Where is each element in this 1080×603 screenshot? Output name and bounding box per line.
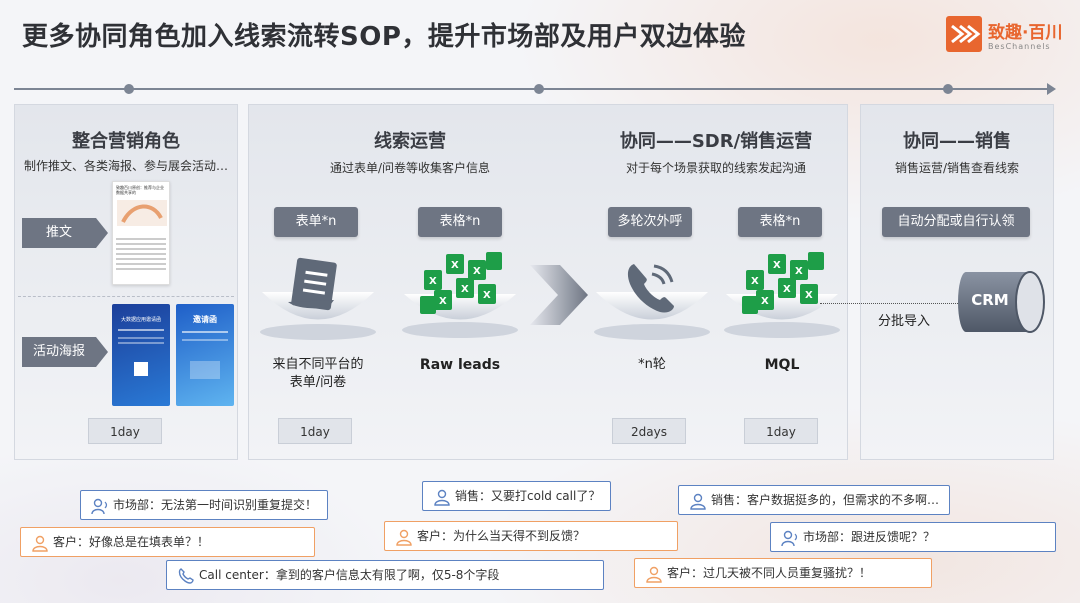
side-tag-poster: 活动海报 <box>22 337 108 367</box>
svg-text:X: X <box>773 260 781 271</box>
comment-bubble: 市场部：无法第一时间识别重复提交！ <box>80 490 329 520</box>
svg-text:X: X <box>761 296 769 307</box>
timeline-dot <box>534 84 544 94</box>
tag-auto-assign: 自动分配或自行认领 <box>882 207 1030 237</box>
svg-text:X: X <box>751 276 759 287</box>
person-voice-icon <box>781 530 798 547</box>
comment-bubble: 客户：过几天被不同人员重复骚扰？！ <box>634 558 932 588</box>
person-voice-icon <box>91 498 108 515</box>
comment-text: 客户：为什么当天得不到反馈？ <box>417 529 586 543</box>
svg-text:X: X <box>783 284 791 295</box>
phone-bowl-icon <box>594 264 710 340</box>
excel-bowl-icon-2: XXX XXX <box>724 252 840 338</box>
panel-subtitle: 销售运营/销售查看线索 <box>894 161 1020 175</box>
comment-bubble: 销售：又要打cold call了？ <box>422 481 612 511</box>
person-icon <box>646 566 662 583</box>
comment-text: 客户：好像总是在填表单？！ <box>53 535 210 549</box>
comment-text: 客户：过几天被不同人员重复骚扰？！ <box>667 566 872 580</box>
svg-text:X: X <box>439 296 447 307</box>
svg-text:X: X <box>795 266 803 277</box>
comment-bubble: 销售：客户数据挺多的，但需求的不多啊… <box>678 485 951 515</box>
duration-badge: 1day <box>744 418 818 444</box>
comment-bubble: 市场部：跟进反馈呢？？ <box>770 522 1056 552</box>
comment-text: Call center：拿到的客户信息太有限了啊，仅5-8个字段 <box>199 568 500 582</box>
caption-forms: 来自不同平台的 表单/问卷 <box>272 357 364 390</box>
person-icon <box>396 529 412 546</box>
person-icon <box>690 493 706 510</box>
caption-mql: MQL <box>764 357 800 373</box>
tag-sheets: 表格*n <box>418 207 502 237</box>
comment-bubble: 客户：好像总是在填表单？！ <box>20 527 315 557</box>
duration-badge: 1day <box>278 418 352 444</box>
crm-label: CRM <box>971 291 1009 309</box>
side-tag-article: 推文 <box>22 218 108 248</box>
timeline-dot <box>124 84 134 94</box>
comment-text: 市场部：跟进反馈呢？？ <box>803 530 936 544</box>
comment-text: 销售：又要打cold call了？ <box>455 489 601 503</box>
logo: 致趣·百川 BesChannels <box>946 16 1066 60</box>
comment-text: 销售：客户数据挺多的，但需求的不多啊… <box>711 493 940 507</box>
tag-forms: 表单*n <box>274 207 358 237</box>
svg-text:X: X <box>473 266 481 277</box>
panel-title: 协同——SDR/销售运营 <box>619 131 813 152</box>
timeline-dot <box>943 84 953 94</box>
svg-text:X: X <box>451 260 459 271</box>
poster-title: 邀请函 <box>193 315 217 324</box>
panel-title: 线索运营 <box>374 131 446 152</box>
panel-subtitle: 制作推文、各类海报、参与展会活动… <box>23 159 228 173</box>
duration-badge: 1day <box>88 418 162 444</box>
tag-outbound: 多轮次外呼 <box>608 207 692 237</box>
page-title: 更多协同角色加入线索流转SOP，提升市场部及用户双边体验 <box>22 22 746 52</box>
comment-bubble: Call center：拿到的客户信息太有限了啊，仅5-8个字段 <box>166 560 604 590</box>
article-thumbnail: 致趣百川原创：推荐与企业数据共享的 <box>112 181 170 285</box>
svg-text:X: X <box>461 284 469 295</box>
logo-name-cn: 致趣·百川 <box>988 23 1063 43</box>
crm-database-icon <box>958 271 1045 333</box>
form-bowl-icon <box>260 257 376 340</box>
import-connector <box>820 303 958 304</box>
divider <box>18 296 234 297</box>
caption-raw-leads: Raw leads <box>419 357 501 373</box>
panel-title: 整合营销角色 <box>72 131 180 152</box>
person-icon <box>32 535 48 552</box>
svg-text:X: X <box>483 290 491 301</box>
svg-text:X: X <box>805 290 813 301</box>
timeline <box>14 83 1056 95</box>
phone-icon <box>178 568 194 584</box>
person-icon <box>434 489 450 506</box>
comment-text: 市场部：无法第一时间识别重复提交！ <box>113 498 318 512</box>
import-label: 分批导入 <box>878 314 931 329</box>
excel-bowl-icon: XXX XXX <box>402 252 518 338</box>
tag-sheets-2: 表格*n <box>738 207 822 237</box>
caption-rounds: *n轮 <box>638 357 666 372</box>
svg-text:X: X <box>429 276 437 287</box>
panel-title: 协同——销售 <box>903 131 1011 152</box>
comment-bubble: 客户：为什么当天得不到反馈？ <box>384 521 678 551</box>
panel-subtitle: 通过表单/问卷等收集客户信息 <box>329 161 491 175</box>
logo-mark-icon <box>946 16 982 52</box>
poster-thumbnail-1: 大数据应用邀请函 <box>112 304 170 406</box>
duration-badge: 2days <box>612 418 686 444</box>
thumbnail-graphic <box>117 200 167 226</box>
poster-thumbnail-2: 邀请函 <box>176 304 234 406</box>
panel-subtitle: 对于每个场景获取的线索发起沟通 <box>625 161 806 175</box>
flow-arrow-icon <box>530 265 588 325</box>
thumbnail-title: 致趣百川原创：推荐与企业数据共享的 <box>116 185 164 195</box>
poster-title: 大数据应用邀请函 <box>120 317 161 323</box>
logo-name-en: BesChannels <box>988 42 1051 51</box>
